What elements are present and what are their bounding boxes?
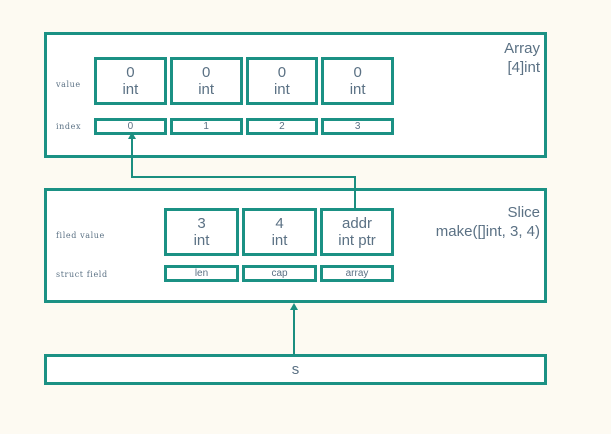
variable-pointer-segment xyxy=(293,309,295,355)
array-value-strip: 0 int 0 int 0 int 0 int xyxy=(94,57,394,105)
variable-s-box: s xyxy=(44,354,547,385)
array-value-0: 0 xyxy=(126,64,135,81)
slice-field-array-cell: array xyxy=(320,265,394,282)
array-pointer-segment-vertical-right xyxy=(354,176,356,209)
array-pointer-segment-horizontal xyxy=(131,176,356,178)
array-index-cell: 2 xyxy=(245,118,319,135)
array-value-cell: 0 int xyxy=(245,57,319,105)
slice-caption-line2: make([]int, 3, 4) xyxy=(435,223,540,240)
slice-array-value-cell: addr int ptr xyxy=(320,208,394,256)
array-type-0: int xyxy=(122,81,139,98)
array-pointer-segment-vertical-left xyxy=(131,138,133,177)
slice-cap-value: 4 xyxy=(275,215,284,232)
array-value-cell: 0 int xyxy=(94,57,167,105)
array-index-1: 1 xyxy=(203,121,209,132)
slice-array-value: addr xyxy=(341,215,373,232)
slice-caption-line1: Slice xyxy=(507,204,540,221)
slice-caption: Slice make([]int, 3, 4) xyxy=(350,203,540,241)
array-index-2: 2 xyxy=(279,121,285,132)
array-index-3: 3 xyxy=(354,121,361,132)
array-index-cell: 3 xyxy=(321,118,394,135)
array-pointer-arrowhead xyxy=(128,132,136,139)
slice-cap-type: int xyxy=(271,232,288,249)
array-value-cell: 0 int xyxy=(321,57,394,105)
array-caption-line1: Array xyxy=(504,40,540,57)
array-type-1: int xyxy=(198,81,215,98)
array-type-2: int xyxy=(273,81,290,98)
array-index-row-label: index xyxy=(56,122,82,131)
array-value-2: 0 xyxy=(277,64,287,81)
array-value-1: 0 xyxy=(201,64,211,81)
variable-s-label: s xyxy=(291,361,300,378)
array-value-row-label: value xyxy=(56,80,81,89)
slice-field-len: len xyxy=(194,268,209,279)
slice-field-row-label: struct field xyxy=(56,270,108,279)
slice-cap-value-cell: 4 int xyxy=(242,208,317,256)
array-type-3: int xyxy=(349,81,366,98)
array-caption: Array [4]int xyxy=(390,39,540,77)
slice-len-type: int xyxy=(193,232,210,249)
array-index-0: 0 xyxy=(127,121,134,132)
slice-field-array: array xyxy=(345,268,369,279)
array-value-cell: 0 int xyxy=(169,57,243,105)
slice-value-row-label: filed value xyxy=(56,231,105,240)
slice-field-cap: cap xyxy=(271,268,288,279)
variable-pointer-arrowhead xyxy=(290,303,298,310)
array-caption-line2: [4]int xyxy=(507,59,540,76)
slice-field-len-cell: len xyxy=(164,265,239,282)
slice-value-strip: 3 int 4 int addr int ptr xyxy=(164,208,394,256)
array-index-strip: 0 1 2 3 xyxy=(94,118,394,135)
slice-len-value: 3 xyxy=(197,215,206,232)
slice-len-value-cell: 3 int xyxy=(164,208,239,256)
slice-array-type: int ptr xyxy=(338,232,376,249)
slice-field-cap-cell: cap xyxy=(242,265,317,282)
array-value-3: 0 xyxy=(353,64,362,81)
slice-field-strip: len cap array xyxy=(164,265,394,282)
array-index-cell: 1 xyxy=(169,118,243,135)
